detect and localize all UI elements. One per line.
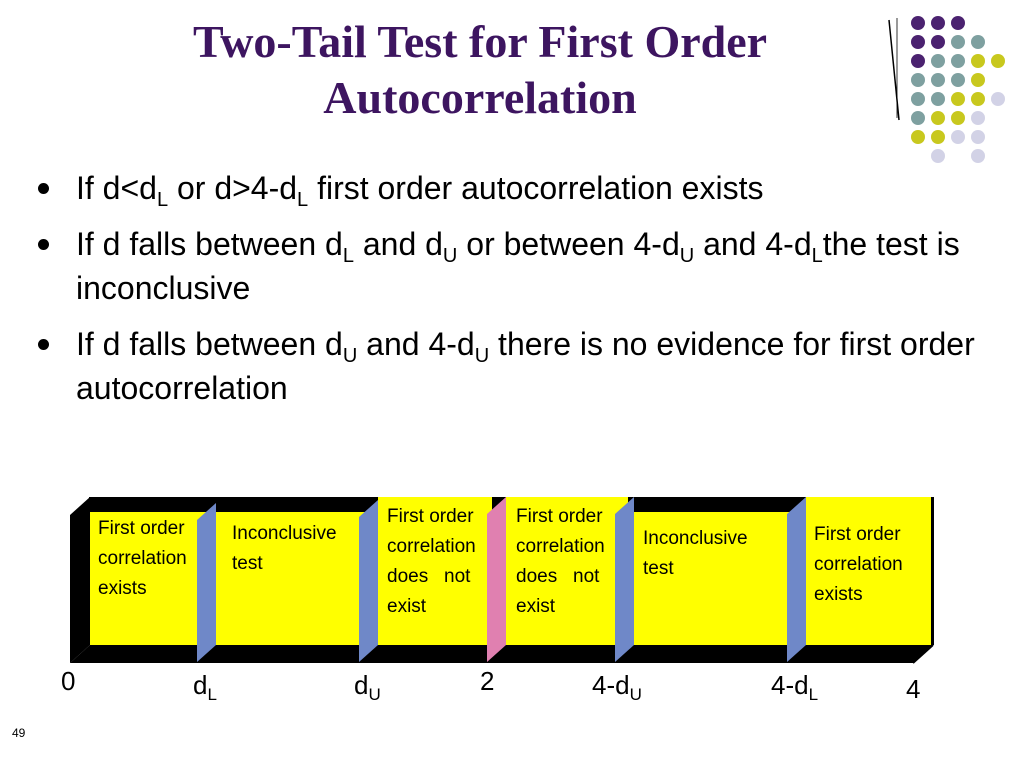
- dot: [971, 149, 985, 163]
- dot: [931, 73, 945, 87]
- bullet-text: first order autocorrelation exists: [308, 170, 764, 206]
- dot: [911, 111, 925, 125]
- bullet-dot: [38, 239, 49, 250]
- bullet-item-1: If d<dL or d>4-dL first order autocorrel…: [38, 166, 998, 210]
- region-1-fill: [90, 512, 210, 645]
- region-1-label: First order correlation exists: [98, 518, 187, 599]
- dot: [971, 35, 985, 49]
- divider-du: [359, 500, 378, 662]
- bullet-text: If d falls between d: [76, 226, 343, 262]
- dot: [931, 111, 945, 125]
- region-4-fill: [506, 497, 628, 645]
- dot: [951, 35, 965, 49]
- slab-left-face: [70, 497, 90, 663]
- dot: [931, 54, 945, 68]
- dot: [911, 130, 925, 144]
- bullet-item-2: If d falls between dL and dU or between …: [38, 222, 998, 310]
- dot: [931, 16, 945, 30]
- dot: [911, 54, 925, 68]
- title-line-1: Two-Tail Test for First Order: [192, 16, 768, 67]
- axis-label-4: 4: [906, 674, 921, 704]
- dot: [951, 16, 965, 30]
- bullet-text: or d>4-d: [168, 170, 298, 206]
- region-6-label: First order correlation exists: [814, 524, 903, 605]
- subscript: L: [297, 189, 309, 211]
- subscript: L: [156, 189, 169, 211]
- bullet-text: the test is inconclusive: [76, 226, 960, 306]
- axis-label-0: 0: [61, 666, 76, 696]
- region-2-label: Inconclusive test: [232, 523, 337, 574]
- dot: [971, 54, 985, 68]
- region-3-label: First order correlation does not exist: [387, 506, 476, 617]
- subscript: L: [342, 245, 354, 267]
- subscript: U: [442, 245, 458, 267]
- bullet-text: and 4-d: [694, 226, 812, 262]
- bullet-text: If d falls between d: [76, 326, 343, 362]
- region-3-fill: [378, 497, 492, 645]
- dot: [951, 111, 965, 125]
- dot: [951, 130, 965, 144]
- slab-bottom-face: [70, 645, 933, 663]
- region-6-fill: [806, 497, 931, 645]
- axis-label-4-dl: 4-dL: [771, 670, 819, 704]
- bullet-dot: [38, 183, 49, 194]
- dot: [971, 111, 985, 125]
- dot: [971, 92, 985, 106]
- dot: [911, 92, 925, 106]
- dot: [931, 35, 945, 49]
- bullet-text: or between 4-d: [457, 226, 680, 262]
- region-5-label: Inconclusive test: [643, 528, 748, 579]
- divider-2: [487, 497, 506, 662]
- dot: [971, 73, 985, 87]
- page-number: 49: [12, 726, 26, 740]
- bullet-text: and d: [353, 226, 443, 262]
- subscript: U: [679, 245, 695, 267]
- dot: [931, 130, 945, 144]
- subscript: U: [474, 345, 490, 367]
- region-4-label: First order correlation does not exist: [516, 506, 605, 617]
- axis-label-du: dU: [354, 670, 381, 704]
- dot: [931, 149, 945, 163]
- axis-label-4-du: 4-dU: [592, 670, 642, 704]
- bullet-text: and 4-d: [357, 326, 475, 362]
- dot: [911, 35, 925, 49]
- dot: [951, 54, 965, 68]
- dot: [951, 92, 965, 106]
- divider-4-du: [615, 497, 634, 662]
- region-5-fill: [634, 512, 799, 645]
- bullet-list: If d<dL or d>4-dL first order autocorrel…: [38, 166, 998, 422]
- dot: [911, 73, 925, 87]
- bullet-text: there is no evidence for first order aut…: [76, 326, 975, 406]
- axis-label-dl: dL: [193, 670, 217, 704]
- axis-label-2: 2: [480, 666, 495, 696]
- dot: [991, 92, 1005, 106]
- subscript: L: [811, 245, 823, 267]
- bullet-dot: [38, 339, 49, 350]
- bullet-text: If d<d: [76, 170, 157, 206]
- dot: [951, 73, 965, 87]
- region-2-fill: [216, 512, 371, 645]
- slab-right-edge: [912, 644, 934, 664]
- divider-dl: [197, 503, 216, 662]
- subscript: U: [342, 345, 358, 367]
- title-line-2: Autocorrelation: [323, 72, 637, 123]
- divider-4-dl: [787, 497, 806, 662]
- dot: [991, 54, 1005, 68]
- slide-title: Two-Tail Test for First Order Autocorrel…: [100, 14, 860, 126]
- dot: [911, 16, 925, 30]
- dot: [931, 92, 945, 106]
- dot: [971, 130, 985, 144]
- bullet-item-3: If d falls between dU and 4-dU there is …: [38, 322, 998, 410]
